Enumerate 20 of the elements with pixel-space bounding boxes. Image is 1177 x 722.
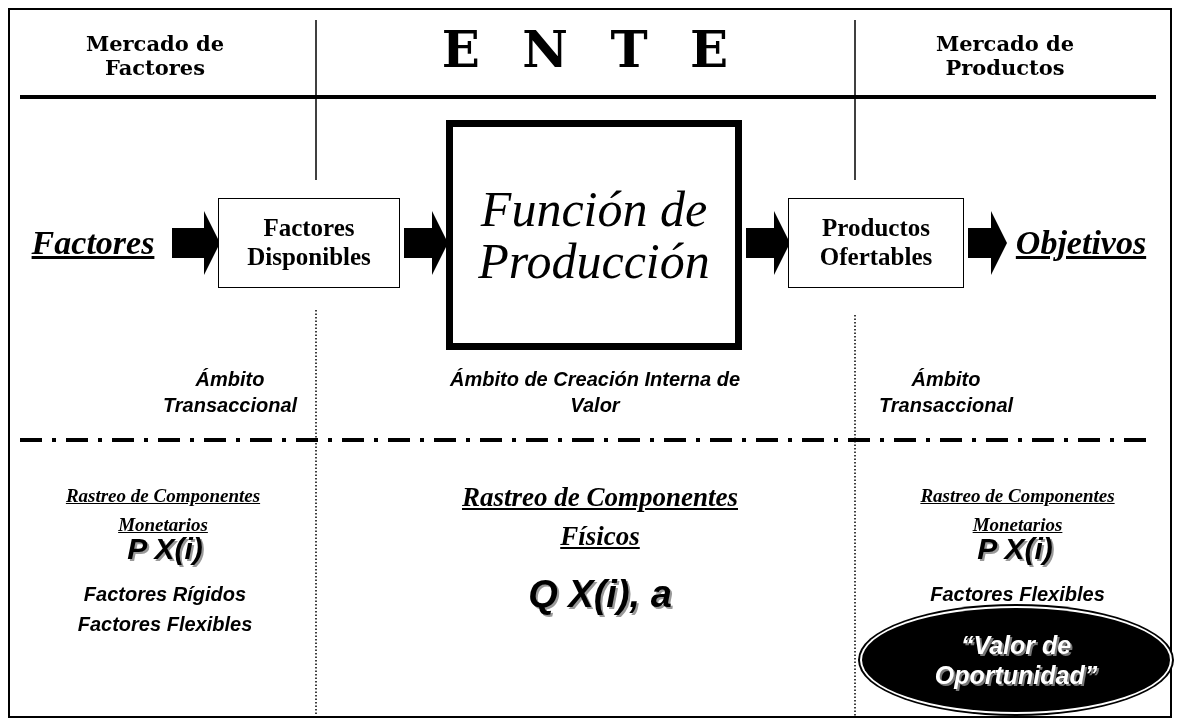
node-text: Factores — [18, 220, 168, 266]
tracking-text: Rastreo de Componentes Físicos — [461, 481, 739, 554]
node-text: Objetivos — [1005, 220, 1157, 266]
process-box: Función de Producción — [446, 120, 742, 350]
header-title: E N T E — [441, 25, 729, 75]
scope-text: Ámbito Transaccional — [877, 367, 1015, 418]
scope-text: Ámbito de Creación Interna de Valor — [448, 367, 742, 418]
formula-text: P X(i) — [977, 534, 1053, 564]
formula-text: Q X(i), a — [528, 575, 672, 613]
factor-text: Factores Flexibles — [930, 582, 1105, 607]
header-text: Mercado de Productos — [934, 32, 1076, 81]
tracking-text: Rastreo de Componentes Monetarios — [919, 484, 1116, 537]
process-box: Factores Disponibles — [218, 198, 400, 288]
scope-text: Ámbito Transaccional — [161, 367, 299, 418]
header-text: Mercado de Factores — [84, 32, 226, 81]
process-box: Productos Ofertables — [788, 198, 964, 288]
tracking-text: Rastreo de Componentes Monetarios — [64, 484, 262, 537]
factor-text: Factores Rígidos — [83, 582, 247, 607]
formula-text: P X(i) — [127, 534, 203, 564]
factor-text: Factores Flexibles — [77, 612, 253, 637]
